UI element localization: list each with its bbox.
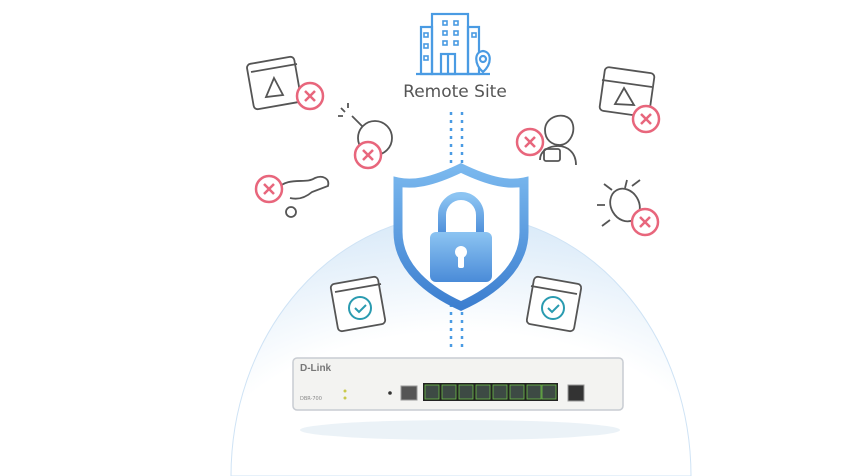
building-icon [416, 12, 491, 76]
blocked-icon [254, 81, 661, 237]
window-warning-icon [246, 55, 302, 111]
window-check-icon [525, 275, 583, 333]
hacker-icon [539, 114, 577, 166]
crash-icon [274, 175, 330, 218]
model-label: DBR-700 [300, 396, 322, 402]
remote-site-label: Remote Site [403, 82, 507, 102]
brand-logo: D-Link [300, 363, 332, 374]
window-check-icon [329, 275, 387, 333]
router-device [292, 357, 624, 411]
shield-lock-icon [393, 163, 529, 311]
window-warning-icon [598, 66, 656, 118]
